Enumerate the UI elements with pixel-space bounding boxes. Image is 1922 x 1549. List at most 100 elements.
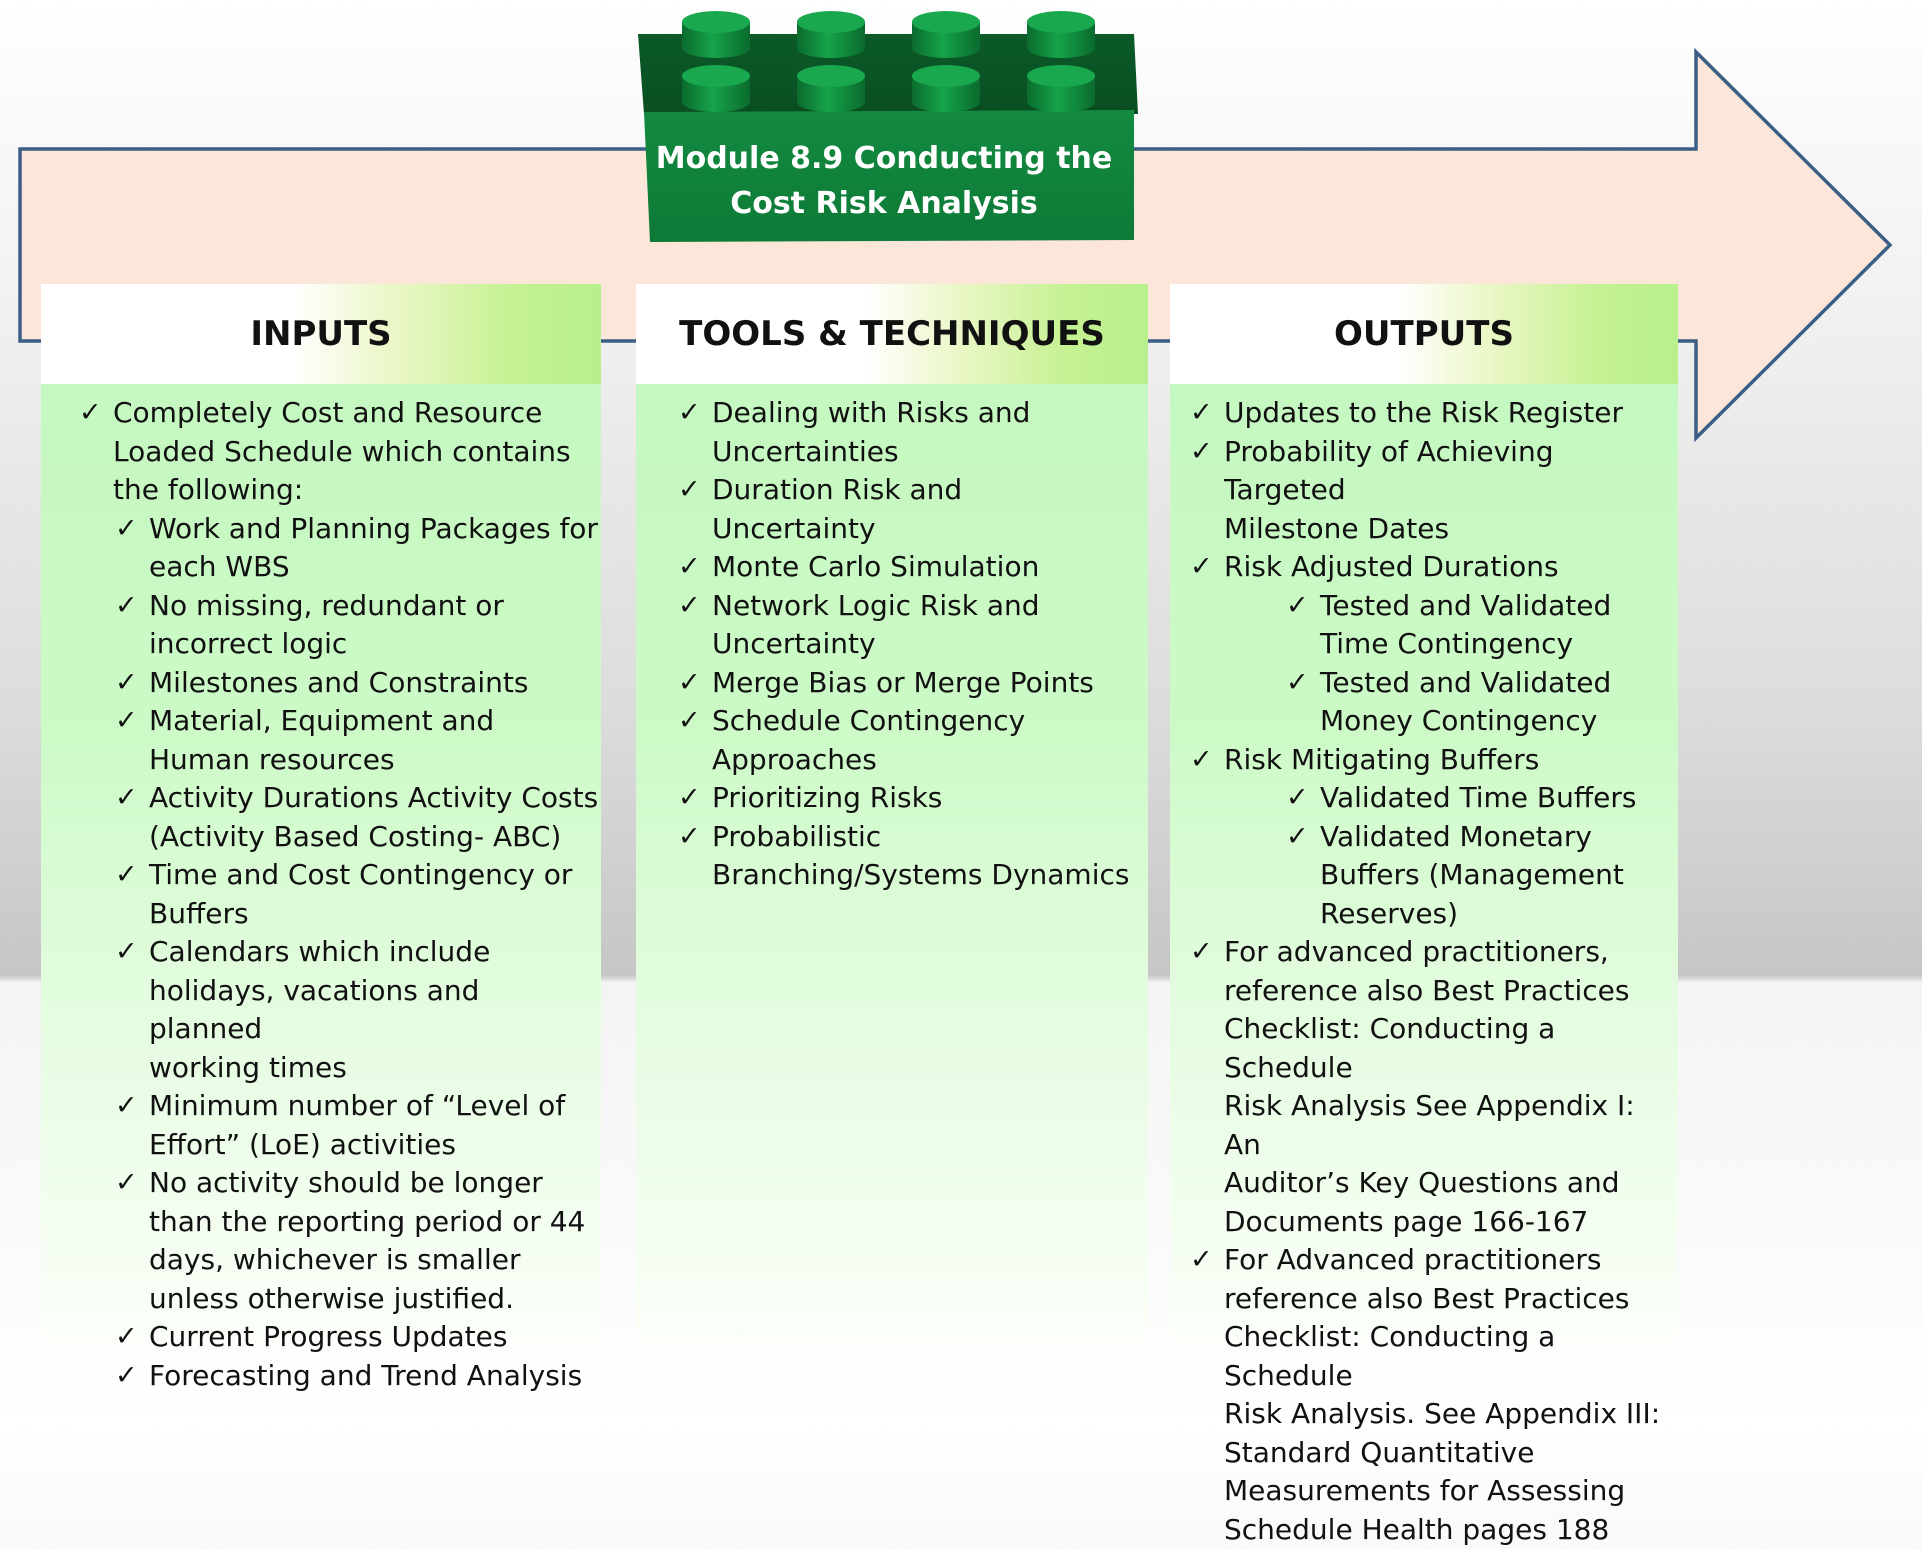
tools-techniques-panel: TOOLS & TECHNIQUES ✓Dealing with Risks a… — [636, 284, 1148, 1364]
checkmark-icon: ✓ — [115, 664, 138, 703]
checkmark-icon: ✓ — [1190, 1241, 1213, 1280]
list-item-line: Uncertainty — [712, 510, 1148, 549]
outputs-panel: OUTPUTS ✓Updates to the Risk Register✓Pr… — [1170, 284, 1678, 1364]
checkmark-icon: ✓ — [678, 779, 701, 818]
list-item-line: Calendars which include — [149, 933, 601, 972]
list-item-line: Activity Durations Activity Costs — [149, 779, 601, 818]
checkmark-icon: ✓ — [115, 856, 138, 895]
list-item-line: each WBS — [149, 548, 601, 587]
list-item-line: Material, Equipment and — [149, 702, 601, 741]
checkmark-icon: ✓ — [1286, 664, 1309, 703]
list-item-line: days, whichever is smaller — [149, 1241, 601, 1280]
list-item-line: than the reporting period or 44 — [149, 1203, 601, 1242]
list-item-line: For Advanced practitioners — [1224, 1241, 1678, 1280]
list-item-line: Updates to the Risk Register — [1224, 394, 1678, 433]
checkmark-icon: ✓ — [115, 1357, 138, 1396]
checkmark-icon: ✓ — [1286, 818, 1309, 857]
brick-stud-base — [1027, 38, 1095, 58]
brick-stud-top — [797, 11, 865, 33]
checkmark-icon: ✓ — [1190, 933, 1213, 972]
list-item-line: Risk Analysis. See Appendix III: — [1224, 1395, 1678, 1434]
brick-stud-base — [912, 38, 980, 58]
list-item-line: Standard Quantitative — [1224, 1434, 1678, 1473]
list-item-line: Checklist: Conducting a Schedule — [1224, 1010, 1678, 1087]
checkmark-icon: ✓ — [678, 394, 701, 433]
brick-stud-base — [797, 92, 865, 112]
list-item: ✓Current Progress Updates — [41, 1318, 601, 1357]
checkmark-icon: ✓ — [1190, 433, 1213, 472]
list-item-line: reference also Best Practices — [1224, 1280, 1678, 1319]
list-item-line: Reserves) — [1320, 895, 1678, 934]
checkmark-icon: ✓ — [115, 1087, 138, 1126]
list-item-line: Validated Time Buffers — [1320, 779, 1678, 818]
list-item-line: Measurements for Assessing — [1224, 1472, 1678, 1511]
list-item: ✓Milestones and Constraints — [41, 664, 601, 703]
list-item-line: unless otherwise justified. — [149, 1280, 601, 1319]
list-item-line: Effort” (LoE) activities — [149, 1126, 601, 1165]
checkmark-icon: ✓ — [678, 664, 701, 703]
brick-stud-top — [682, 11, 750, 33]
list-item: ✓Monte Carlo Simulation — [636, 548, 1148, 587]
list-item-line: Work and Planning Packages for — [149, 510, 601, 549]
list-item: ✓Merge Bias or Merge Points — [636, 664, 1148, 703]
list-item-line: holidays, vacations and planned — [149, 972, 601, 1049]
list-item-line: Buffers — [149, 895, 601, 934]
list-item-line: Human resources — [149, 741, 601, 780]
list-item-line: Monte Carlo Simulation — [712, 548, 1148, 587]
list-item-line: Checklist: Conducting a Schedule — [1224, 1318, 1678, 1395]
checkmark-icon: ✓ — [1286, 587, 1309, 626]
brick-stud-top — [682, 65, 750, 87]
outputs-list: ✓ Updates to the Risk Register ✓ Probabilit… — [1170, 394, 1678, 1549]
checkmark-icon: ✓ — [115, 1164, 138, 1203]
list-item-line: Milestone Dates — [1224, 510, 1678, 549]
list-item-line: Auditor’s Key Questions and — [1224, 1164, 1678, 1203]
brick-stud-base — [682, 92, 750, 112]
list-item-line: Risk Mitigating Buffers — [1224, 741, 1678, 780]
list-item-line: working times — [149, 1049, 601, 1088]
list-item-line: Schedule Health pages 188 — [1224, 1511, 1678, 1549]
list-item-line: Time and Cost Contingency or — [149, 856, 601, 895]
list-item: ✓Activity Durations Activity Costs(Activ… — [41, 779, 601, 856]
list-item-line: Risk Analysis See Appendix I: An — [1224, 1087, 1678, 1164]
checkmark-icon: ✓ — [115, 779, 138, 818]
list-item-line: Network Logic Risk and — [712, 587, 1148, 626]
list-item-line: Documents page 166-167 — [1224, 1203, 1678, 1242]
list-item-line: incorrect logic — [149, 625, 601, 664]
checkmark-icon: ✓ — [1190, 741, 1213, 780]
checkmark-icon: ✓ — [115, 933, 138, 972]
list-item-line: Money Contingency — [1320, 702, 1678, 741]
brick-stud-base — [797, 38, 865, 58]
list-item-line: Risk Adjusted Durations — [1224, 548, 1678, 587]
checkmark-icon: ✓ — [79, 394, 102, 433]
brick-stud-base — [682, 38, 750, 58]
checkmark-icon: ✓ — [115, 587, 138, 626]
list-item: ✓For advanced practitioners,reference al… — [1170, 933, 1678, 1241]
checkmark-icon: ✓ — [678, 471, 701, 510]
checkmark-icon: ✓ — [678, 702, 701, 741]
list-item-line: Current Progress Updates — [149, 1318, 601, 1357]
list-item-line: Duration Risk and — [712, 471, 1148, 510]
list-item-line: Prioritizing Risks — [712, 779, 1148, 818]
list-item-line: Minimum number of “Level of — [149, 1087, 601, 1126]
brick-stud-top — [912, 65, 980, 87]
list-item-line: Completely Cost and Resource — [113, 394, 601, 433]
list-item: ✓Validated Time Buffers — [1170, 779, 1678, 818]
list-item-line: Tested and Validated — [1320, 664, 1678, 703]
list-item-line: Probability of Achieving Targeted — [1224, 433, 1678, 510]
list-item-line: Probabilistic — [712, 818, 1148, 857]
